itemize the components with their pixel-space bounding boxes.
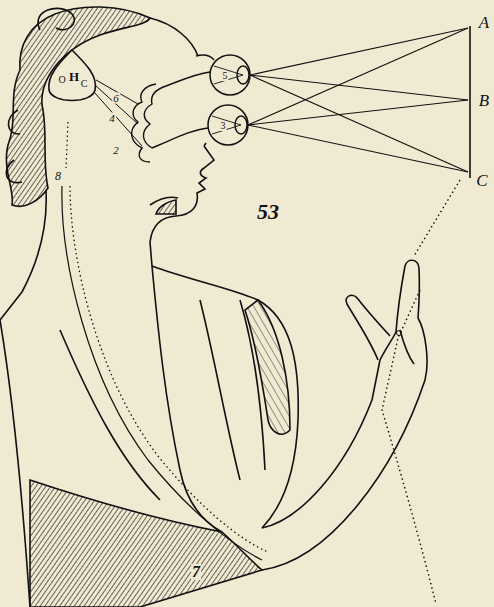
hair-curl (38, 8, 74, 30)
callout-number: 3 (220, 121, 227, 131)
nose-root (204, 143, 206, 146)
neck-back (0, 190, 46, 320)
figure-outline (0, 7, 427, 607)
ray (250, 75, 468, 100)
eye-ray (212, 116, 241, 134)
eyes (196, 55, 250, 146)
chest-fold (152, 266, 222, 532)
eye-ray (214, 66, 243, 84)
ray (248, 28, 468, 125)
nerve (62, 186, 262, 560)
brain-surface (143, 86, 166, 148)
light-rays (248, 26, 470, 178)
callout-number: 4 (108, 113, 116, 124)
hair-curl (8, 110, 20, 134)
hair-curl (6, 160, 22, 183)
gland-letter: C (80, 79, 89, 89)
ray (248, 100, 468, 125)
shoulder-arm (152, 266, 298, 528)
callout-number: 2 (112, 145, 120, 156)
palm (380, 332, 396, 360)
sleeve-shadow (30, 480, 262, 607)
brow (196, 55, 214, 60)
garment-fold (200, 300, 240, 480)
thumb (346, 295, 390, 360)
dotted-nerve (382, 290, 436, 604)
finger-fold (400, 330, 414, 364)
nerve-point (397, 331, 402, 336)
arm-shade (245, 300, 290, 434)
optic-nerve (152, 128, 208, 148)
dotted-nerve (70, 186, 268, 552)
callout-number: 7 (191, 564, 201, 580)
callout-number: 6 (112, 93, 120, 104)
brain-ray (94, 92, 142, 146)
figure-number: 53 (256, 201, 280, 223)
dotted-nerve (66, 122, 68, 168)
seen-object (469, 26, 471, 178)
ray (248, 125, 468, 172)
callout-number: 8 (54, 170, 62, 182)
chin-shadow (156, 200, 176, 214)
ray (250, 75, 468, 172)
hair (6, 7, 150, 206)
letter-label: C (475, 172, 488, 189)
brain (49, 50, 210, 162)
garment-fold (60, 330, 160, 500)
gland-letter: H (68, 70, 80, 83)
letter-label: B (478, 92, 490, 109)
gland-letter: O (57, 75, 66, 85)
forearm-top (262, 360, 380, 528)
eyeball (208, 105, 248, 145)
optic-nerve (166, 72, 210, 86)
pointing-line (414, 180, 460, 256)
eyeball (210, 55, 250, 95)
pineal-gland (49, 50, 96, 101)
face-profile (150, 146, 214, 266)
index-finger (396, 260, 419, 332)
body-left (0, 320, 30, 607)
forearm-bottom (262, 318, 427, 570)
ray (250, 28, 468, 75)
callout-number: 5 (222, 71, 229, 81)
letter-label: A (478, 14, 490, 31)
forehead (150, 18, 198, 56)
